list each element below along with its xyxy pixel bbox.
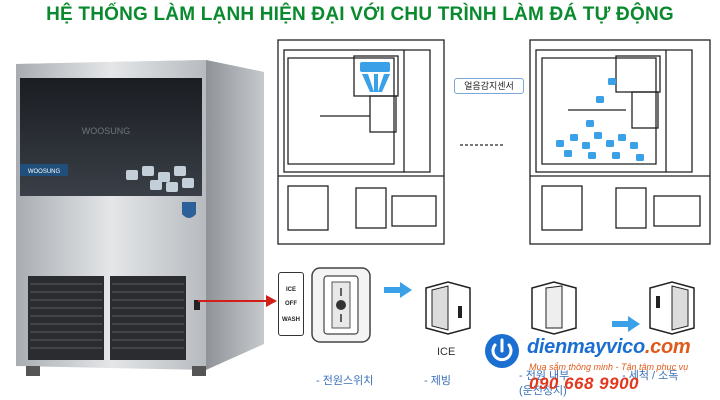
door-brand-text: WOOSUNG [82,126,131,136]
cooling-diagram-2 [529,39,711,245]
process-arrow-icon [460,144,504,146]
caption-operation: - 전원 내부 [519,370,570,382]
rocker-switch-wash-icon [649,281,695,335]
blue-arrow-icon [384,282,412,298]
ice-sensor-label: 얼음감지센서 [454,78,524,94]
switch-label-off: OFF [285,301,297,307]
caption-operation-sub: (운전정지) [519,385,567,397]
caption-power-switch: - 전원스위치 [316,375,374,387]
caption-ice-making: - 제빙 [424,375,451,387]
switch-label-ice: ICE [285,287,296,293]
red-arrow-icon [198,295,277,307]
rocker-switch-off-icon [531,281,577,335]
switch-label-wash: WASH [282,317,300,323]
ice-machine-image: WOOSUNG WOOSUNG [16,60,264,376]
rocker-switch-ice-icon [425,281,471,335]
ice-position-label: ICE [437,346,456,358]
power-switch-icon [311,267,371,343]
hotline-number: 090 668 9900 [529,374,639,393]
caption-cleaning: - 세척 / 소독 [622,370,679,382]
page-title: HỆ THỐNG LÀM LẠNH HIỆN ĐẠI VỚI CHU TRÌNH… [46,4,674,25]
badge-brand-text: WOOSUNG [28,169,61,175]
brand-slogan: Mua sắm thông minh - Tận tâm phục vụ [529,362,689,372]
blue-arrow-icon [612,316,640,332]
brand-name: dienmayvico.com [527,336,691,358]
switch-panel: ICE OFF WASH [278,272,304,336]
cooling-diagram-1 [277,39,445,245]
power-logo-icon [485,334,519,368]
